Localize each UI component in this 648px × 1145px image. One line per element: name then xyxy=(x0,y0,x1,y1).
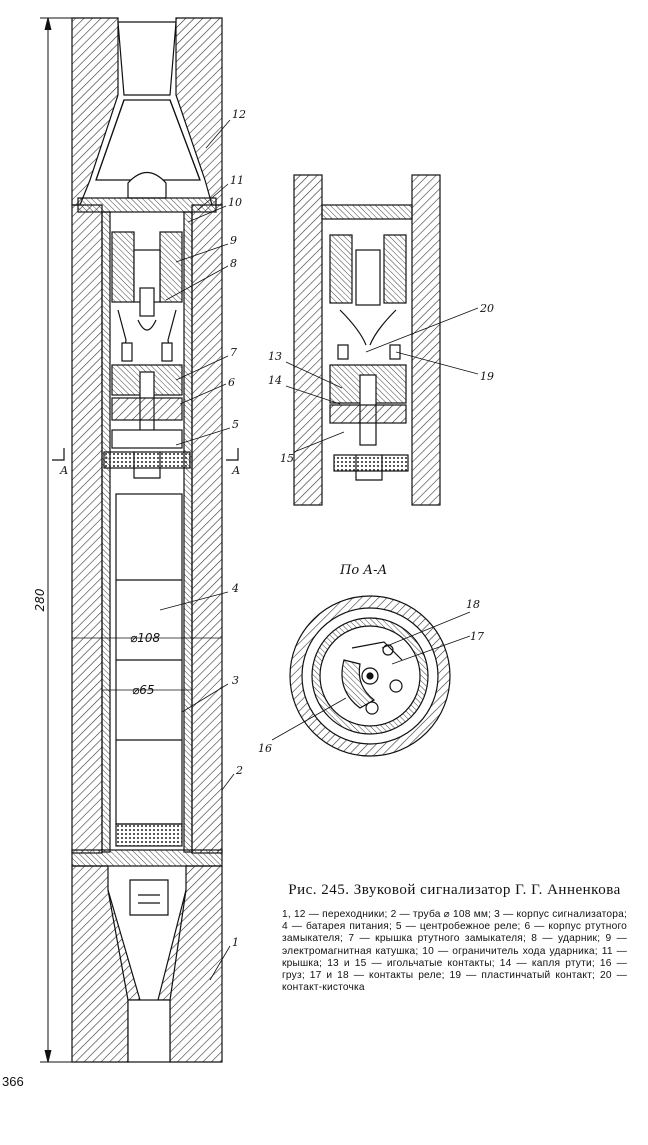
pipe-wall-right xyxy=(191,204,223,854)
figure-caption: Рис. 245. Звуковой сигнализатор Г. Г. Ан… xyxy=(282,882,627,994)
leader-lines xyxy=(159,119,235,981)
page-number: 366 xyxy=(2,1074,24,1089)
label-10: 10 xyxy=(228,196,242,209)
inner-diameter: ⌀65 xyxy=(132,683,155,697)
label-9: 9 xyxy=(230,234,237,247)
label-3: 3 xyxy=(232,674,239,687)
label-11: 11 xyxy=(230,174,244,187)
section-mark-left: А xyxy=(59,464,68,477)
battery xyxy=(115,493,183,825)
detail-section xyxy=(293,174,441,506)
label-7: 7 xyxy=(230,346,237,359)
caption-title: Звуковой сигнализатор Г. Г. Анненкова xyxy=(353,882,621,898)
label-6: 6 xyxy=(228,376,235,389)
outer-diameter: ⌀108 xyxy=(130,631,160,645)
cover-dome xyxy=(127,171,167,199)
top-cone xyxy=(117,21,177,96)
section-markers xyxy=(52,448,239,461)
label-12: 12 xyxy=(232,108,246,121)
pipe-wall-left xyxy=(71,204,103,854)
section-title: По А-А xyxy=(340,563,388,578)
label-2: 2 xyxy=(235,764,243,777)
label-1: 1 xyxy=(232,936,239,949)
caption-heading: Рис. 245. Звуковой сигнализатор Г. Г. Ан… xyxy=(282,882,627,899)
label-4: 4 xyxy=(231,582,239,595)
section-mark-right: А xyxy=(231,464,240,477)
label-14: 14 xyxy=(268,374,282,387)
length-value: 280 xyxy=(33,588,47,611)
label-16: 16 xyxy=(258,742,272,755)
label-18: 18 xyxy=(466,598,480,611)
length-dimension xyxy=(40,17,72,1063)
caption-number: Рис. 245. xyxy=(288,882,350,898)
main-section xyxy=(71,17,223,1063)
detail-leader-lines xyxy=(285,307,479,453)
cross-leader-lines xyxy=(271,611,471,741)
cross-section xyxy=(289,595,451,757)
diameter-lines xyxy=(72,637,222,691)
label-17: 17 xyxy=(470,630,484,643)
caption-text: 1, 12 — переходники; 2 — труба ⌀ 108 мм;… xyxy=(282,909,627,994)
label-13: 13 xyxy=(268,350,282,363)
label-8: 8 xyxy=(230,257,237,270)
label-20: 20 xyxy=(479,302,494,315)
label-19: 19 xyxy=(480,370,494,383)
label-5: 5 xyxy=(232,418,239,431)
label-15: 15 xyxy=(280,452,294,465)
